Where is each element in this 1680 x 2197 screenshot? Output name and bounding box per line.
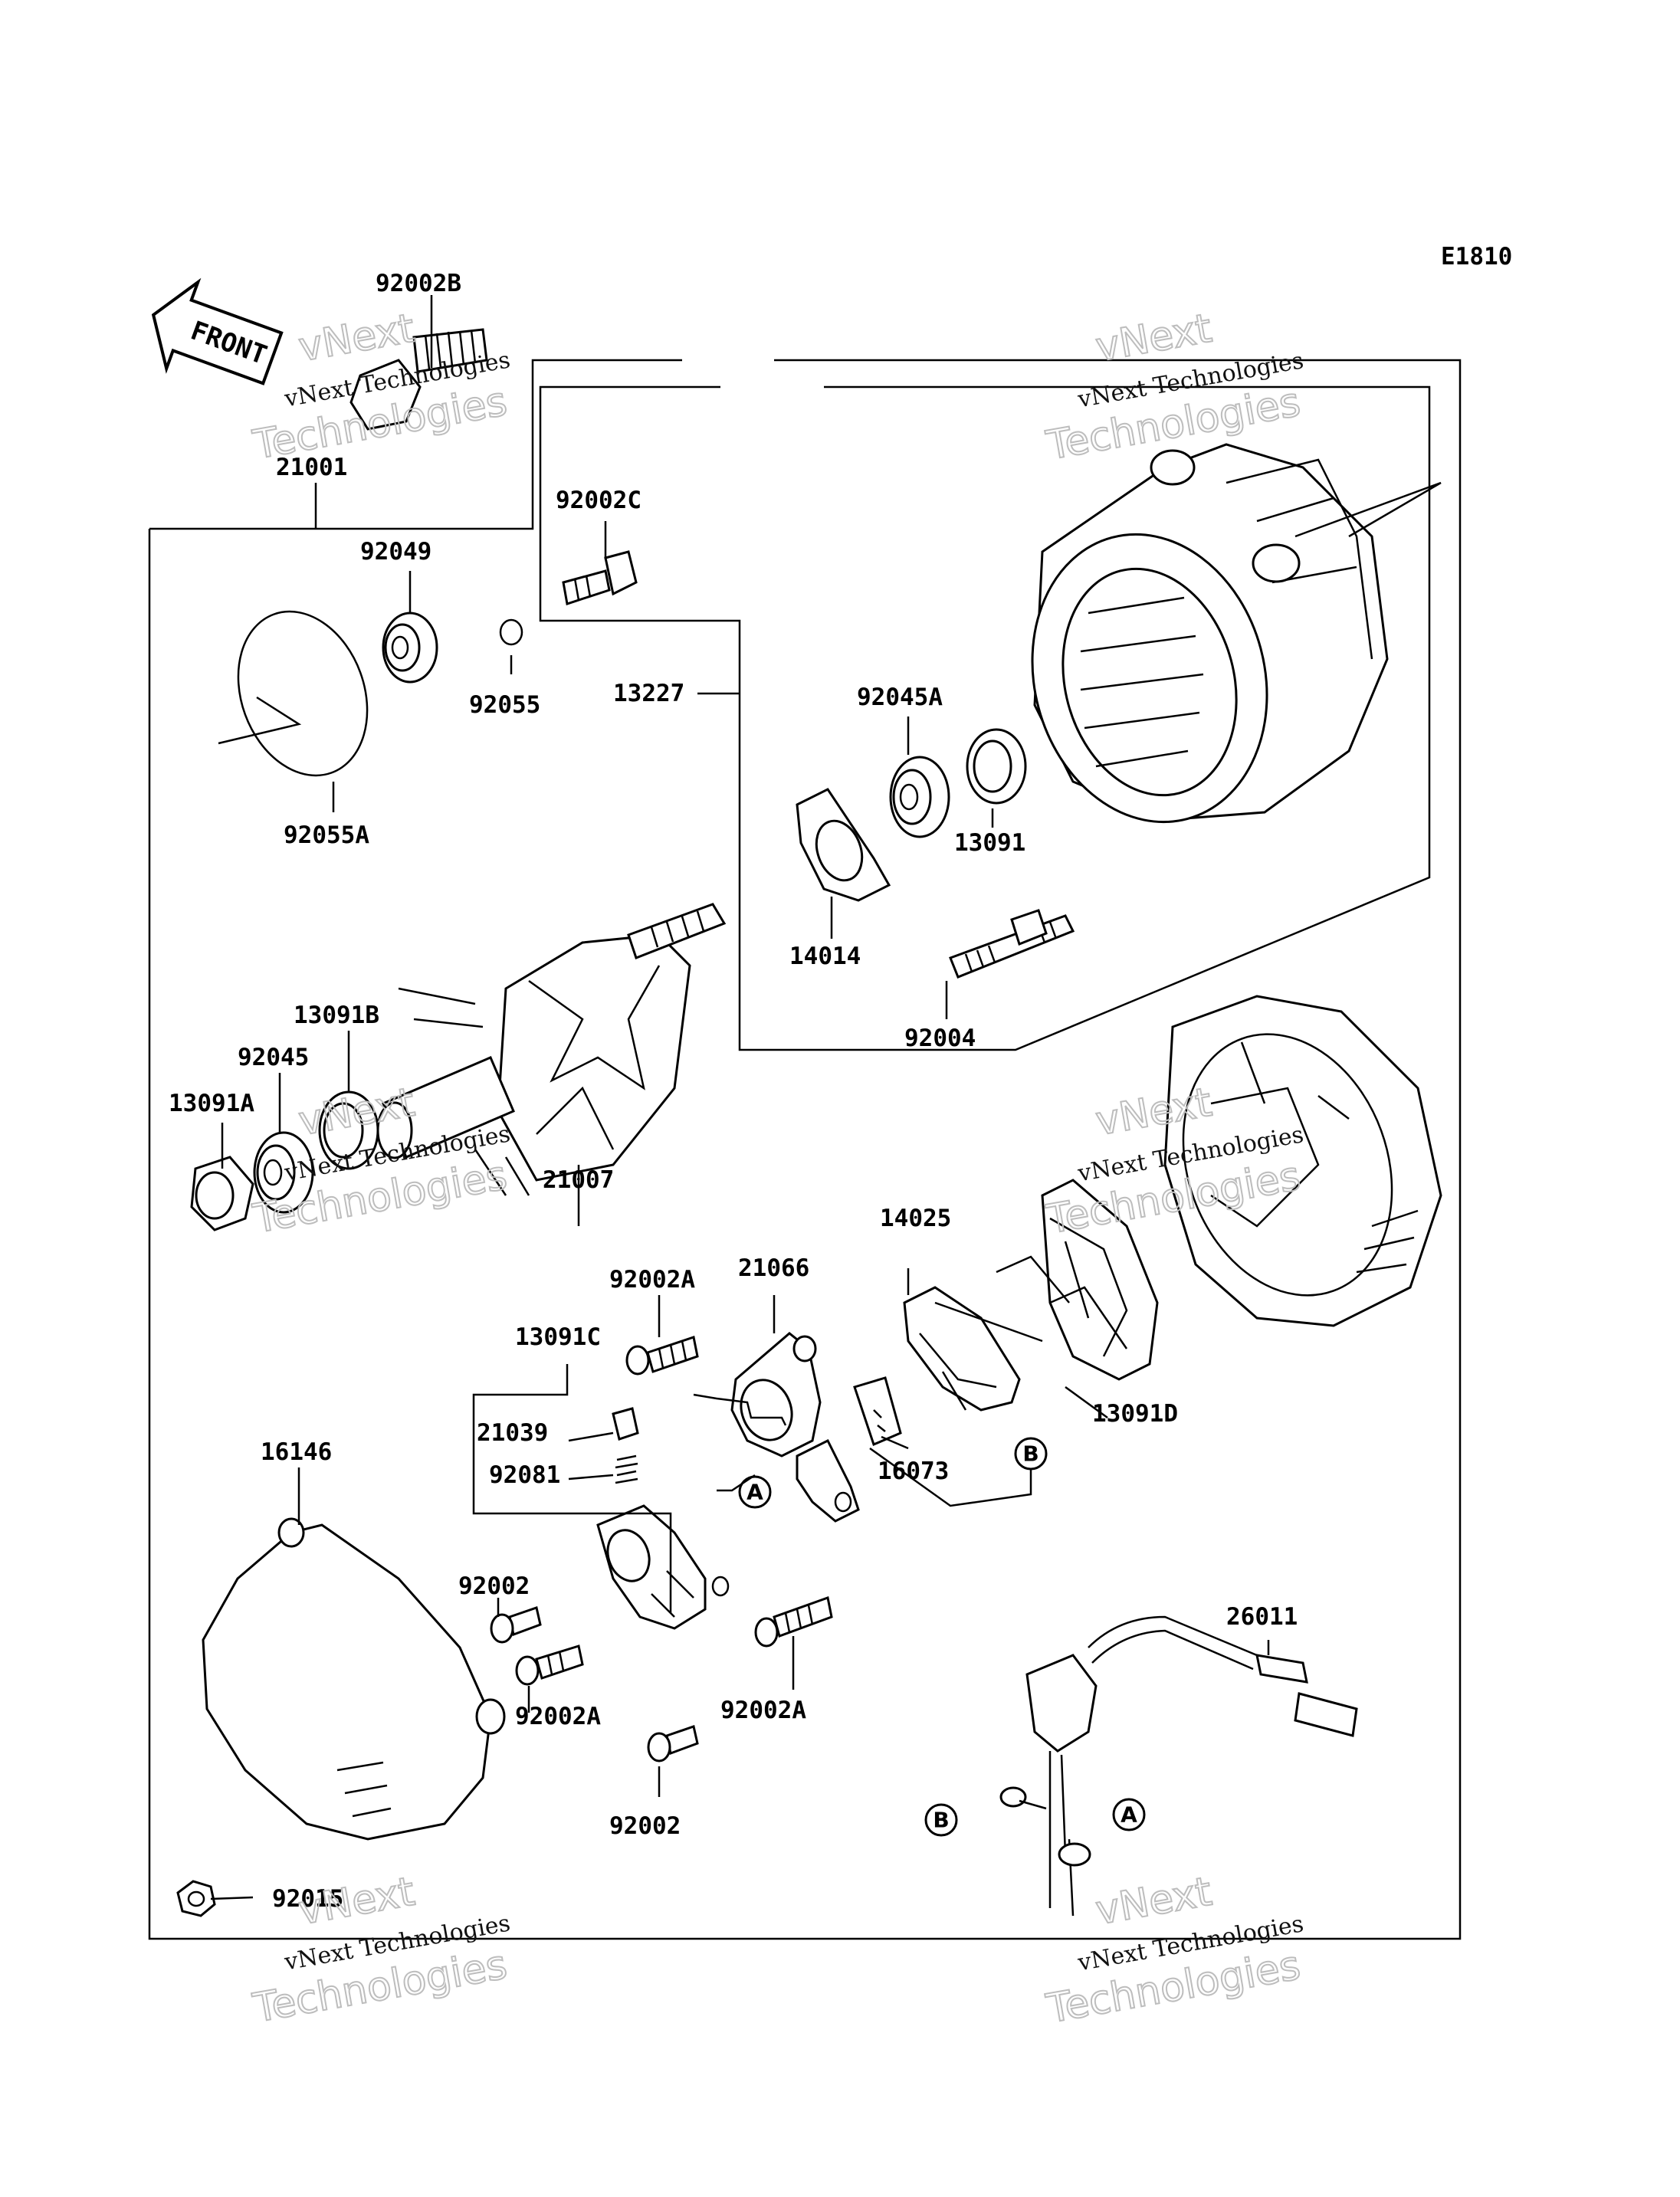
label-92045: 92045 (238, 1044, 309, 1071)
plate-14014-icon (796, 788, 891, 902)
label-92002A-upper: 92002A (609, 1266, 695, 1294)
stud-92004-icon (949, 909, 1075, 979)
diagram-code: E1810 (1441, 243, 1512, 271)
watermark-mid-left: vNext vNext Technologies Technologies (249, 1079, 513, 1244)
label-92049: 92049 (360, 538, 431, 566)
label-16073: 16073 (878, 1458, 949, 1485)
label-13091D: 13091D (1092, 1400, 1178, 1428)
rotor-21007-icon (376, 903, 727, 1196)
bearing-92049-icon (382, 612, 438, 684)
label-92002B: 92002B (376, 270, 461, 297)
label-92055A: 92055A (284, 821, 369, 849)
watermark-top-left: vNext vNext Technologies Technologies (249, 305, 513, 470)
ring-92055-icon (499, 618, 523, 646)
label-21066: 21066 (738, 1254, 809, 1282)
nut-92015-icon (176, 1880, 216, 1917)
oring-92055A-icon (237, 610, 369, 777)
label-13091: 13091 (954, 829, 1025, 857)
label-13227: 13227 (613, 680, 684, 707)
outer-frame-top-left (149, 359, 682, 530)
label-21007: 21007 (543, 1166, 614, 1194)
svg-text:B: B (933, 1808, 949, 1833)
outer-frame (148, 359, 1462, 1940)
label-92002C: 92002C (556, 487, 641, 514)
label-26011: 26011 (1226, 1603, 1298, 1631)
label-14014: 14014 (789, 943, 861, 970)
cover-16146-icon (202, 1517, 506, 1841)
connector-b-bottom: B (924, 1803, 958, 1837)
screw-92002A-left-icon (515, 1644, 584, 1686)
bolt-92002C-icon (562, 550, 638, 605)
lead-wire-26011-icon (999, 1615, 1358, 1917)
stator-14025-icon (903, 1286, 1043, 1412)
front-arrow-icon: FRONT (151, 277, 284, 385)
label-13091B: 13091B (294, 1002, 379, 1029)
plate-13091D-icon (1041, 1179, 1159, 1381)
screw-92002-lower-icon (647, 1725, 699, 1763)
holder-13091C-icon (596, 1504, 730, 1630)
regulator-21066-icon (730, 1332, 860, 1523)
screw-92002-upper-icon (490, 1606, 542, 1644)
label-21039: 21039 (477, 1419, 548, 1447)
label-92045A: 92045A (857, 684, 943, 711)
label-92004: 92004 (904, 1025, 976, 1052)
generator-cover-icon (1031, 443, 1442, 824)
watermark-top-right: vNext vNext Technologies Technologies (1042, 305, 1306, 471)
connector-b-top: B (1014, 1437, 1048, 1471)
svg-text:A: A (746, 1480, 763, 1505)
svg-text:vNext: vNext (295, 1869, 418, 1934)
label-92002-lower: 92002 (609, 1812, 681, 1840)
collar-13091A-icon (190, 1156, 254, 1231)
label-13091A: 13091A (169, 1090, 254, 1117)
label-92002A-right: 92002A (720, 1697, 806, 1724)
label-92055: 92055 (469, 691, 540, 719)
bearing-92045A-icon (889, 756, 950, 838)
label-13091C: 13091C (515, 1323, 601, 1351)
connector-a-top: A (738, 1475, 772, 1509)
connector-a-bottom: A (1112, 1798, 1146, 1831)
oring-indicator (218, 696, 302, 745)
svg-text:vNext: vNext (1092, 306, 1215, 371)
svg-text:vNext: vNext (1092, 1869, 1215, 1934)
leader-lines (210, 295, 1270, 1900)
label-21001: 21001 (276, 454, 347, 481)
stator-housing-icon (1163, 995, 1442, 1327)
label-92015: 92015 (272, 1885, 343, 1913)
label-92081: 92081 (489, 1461, 560, 1489)
brush-21039-icon (612, 1407, 639, 1441)
holder-16073-icon (853, 1376, 902, 1447)
label-92002-upper: 92002 (458, 1572, 530, 1600)
svg-text:B: B (1022, 1441, 1039, 1467)
inner-frame-13227 (539, 385, 1431, 1051)
screw-92002A-right-icon (754, 1596, 833, 1648)
label-16146: 16146 (261, 1438, 332, 1466)
label-92002A-left: 92002A (515, 1703, 601, 1730)
seal-13091-icon (966, 728, 1027, 805)
label-14025: 14025 (880, 1205, 951, 1232)
bearing-92045-icon (253, 1131, 314, 1214)
screw-92002A-upper-icon (625, 1336, 699, 1376)
svg-text:A: A (1121, 1802, 1137, 1828)
watermark-bottom-left: vNext vNext Technologies Technologies (249, 1868, 513, 2033)
spring-92081-icon (615, 1454, 638, 1484)
